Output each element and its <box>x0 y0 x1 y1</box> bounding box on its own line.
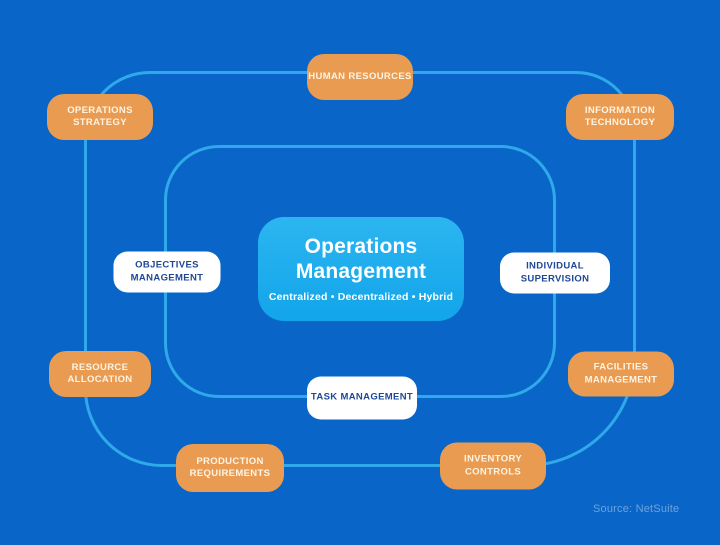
node-individual-supervision: INDIVIDUAL SUPERVISION <box>500 252 610 294</box>
node-operations-strategy: OPERATIONS STRATEGY <box>47 94 153 140</box>
node-label: INFORMATION TECHNOLOGY <box>584 104 656 128</box>
node-label: OPERATIONS STRATEGY <box>67 104 133 128</box>
node-label: RESOURCE ALLOCATION <box>67 361 133 385</box>
node-label: INDIVIDUAL SUPERVISION <box>520 260 590 284</box>
node-label: FACILITIES MANAGEMENT <box>584 361 658 385</box>
node-label: PRODUCTION REQUIREMENTS <box>189 455 271 479</box>
center-title: Operations Management <box>295 235 427 283</box>
node-human-resources: HUMAN RESOURCES <box>307 54 413 100</box>
node-task-management: TASK MANAGEMENT <box>307 376 417 420</box>
node-label: TASK MANAGEMENT <box>310 391 414 403</box>
node-label: INVENTORY CONTROLS <box>463 453 523 477</box>
center-node-operations-management: Operations Management Centralized • Dece… <box>258 217 464 321</box>
node-inventory-controls: INVENTORY CONTROLS <box>440 442 546 490</box>
center-subtitle: Centralized • Decentralized • Hybrid <box>268 290 454 303</box>
node-information-technology: INFORMATION TECHNOLOGY <box>566 94 674 140</box>
node-production-requirements: PRODUCTION REQUIREMENTS <box>176 444 284 492</box>
source-attribution: Source: NetSuite <box>593 503 680 515</box>
node-label: OBJECTIVES MANAGEMENT <box>130 259 204 283</box>
node-resource-allocation: RESOURCE ALLOCATION <box>49 351 151 397</box>
node-label: HUMAN RESOURCES <box>308 70 412 82</box>
node-objectives-management: OBJECTIVES MANAGEMENT <box>113 251 221 293</box>
node-facilities-management: FACILITIES MANAGEMENT <box>568 351 674 397</box>
